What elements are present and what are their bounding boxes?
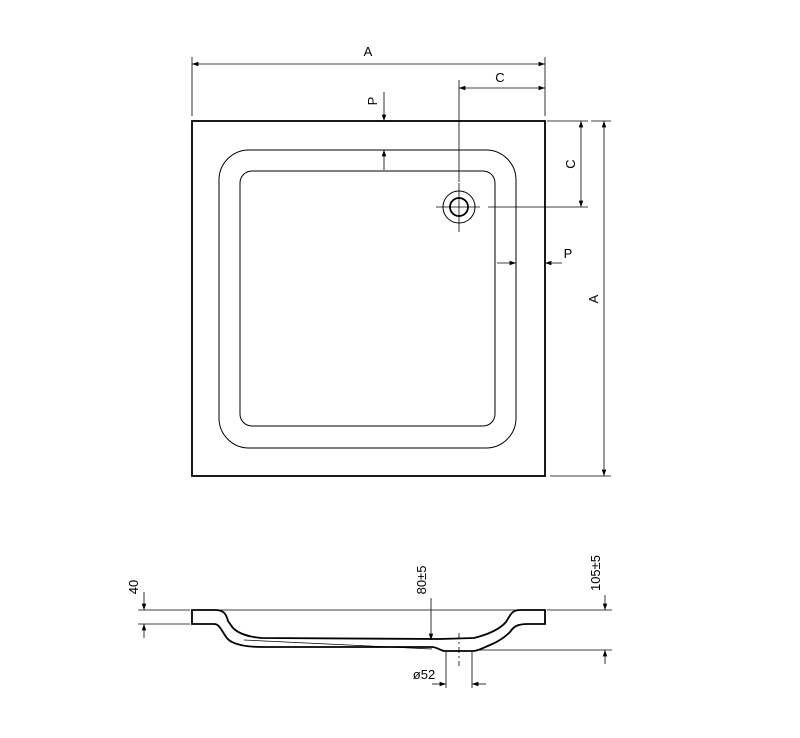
side-view: 40 80±5 105±5 ø52 — [126, 555, 612, 688]
dimension-drain-y-label: C — [563, 159, 578, 168]
dimension-height: A — [550, 120, 611, 477]
dimension-total-height-label: 105±5 — [588, 555, 603, 591]
dimension-drain-x-label: C — [495, 70, 504, 85]
tray-outline — [191, 120, 546, 477]
dimension-width: A — [191, 44, 546, 116]
dimension-rim-height-label: 40 — [126, 580, 141, 594]
tray-inner-rim — [218, 149, 517, 449]
tray-basin — [239, 170, 496, 427]
dimension-total-height: 105±5 — [476, 555, 612, 664]
dimension-rim-top: P — [365, 92, 387, 170]
top-view: A C P C P — [191, 44, 611, 477]
dimension-height-label: A — [586, 294, 601, 303]
dimension-drain-diameter-label: ø52 — [413, 667, 435, 682]
dimension-drain-y: C — [488, 120, 588, 208]
dimension-drain-diameter: ø52 — [413, 652, 486, 688]
dimension-drain-depth-label: 80±5 — [414, 566, 429, 595]
dimension-rim-right-label: P — [564, 246, 573, 261]
tray-profile — [191, 609, 546, 652]
dimension-rim-top-label: P — [365, 97, 380, 106]
dimension-width-label: A — [364, 44, 373, 59]
dimension-rim-height: 40 — [126, 580, 190, 638]
dimension-rim-right: P — [497, 246, 573, 266]
dimension-drain-x: C — [458, 70, 545, 182]
dimension-drain-depth: 80±5 — [414, 566, 434, 640]
drain-symbol — [436, 183, 480, 232]
